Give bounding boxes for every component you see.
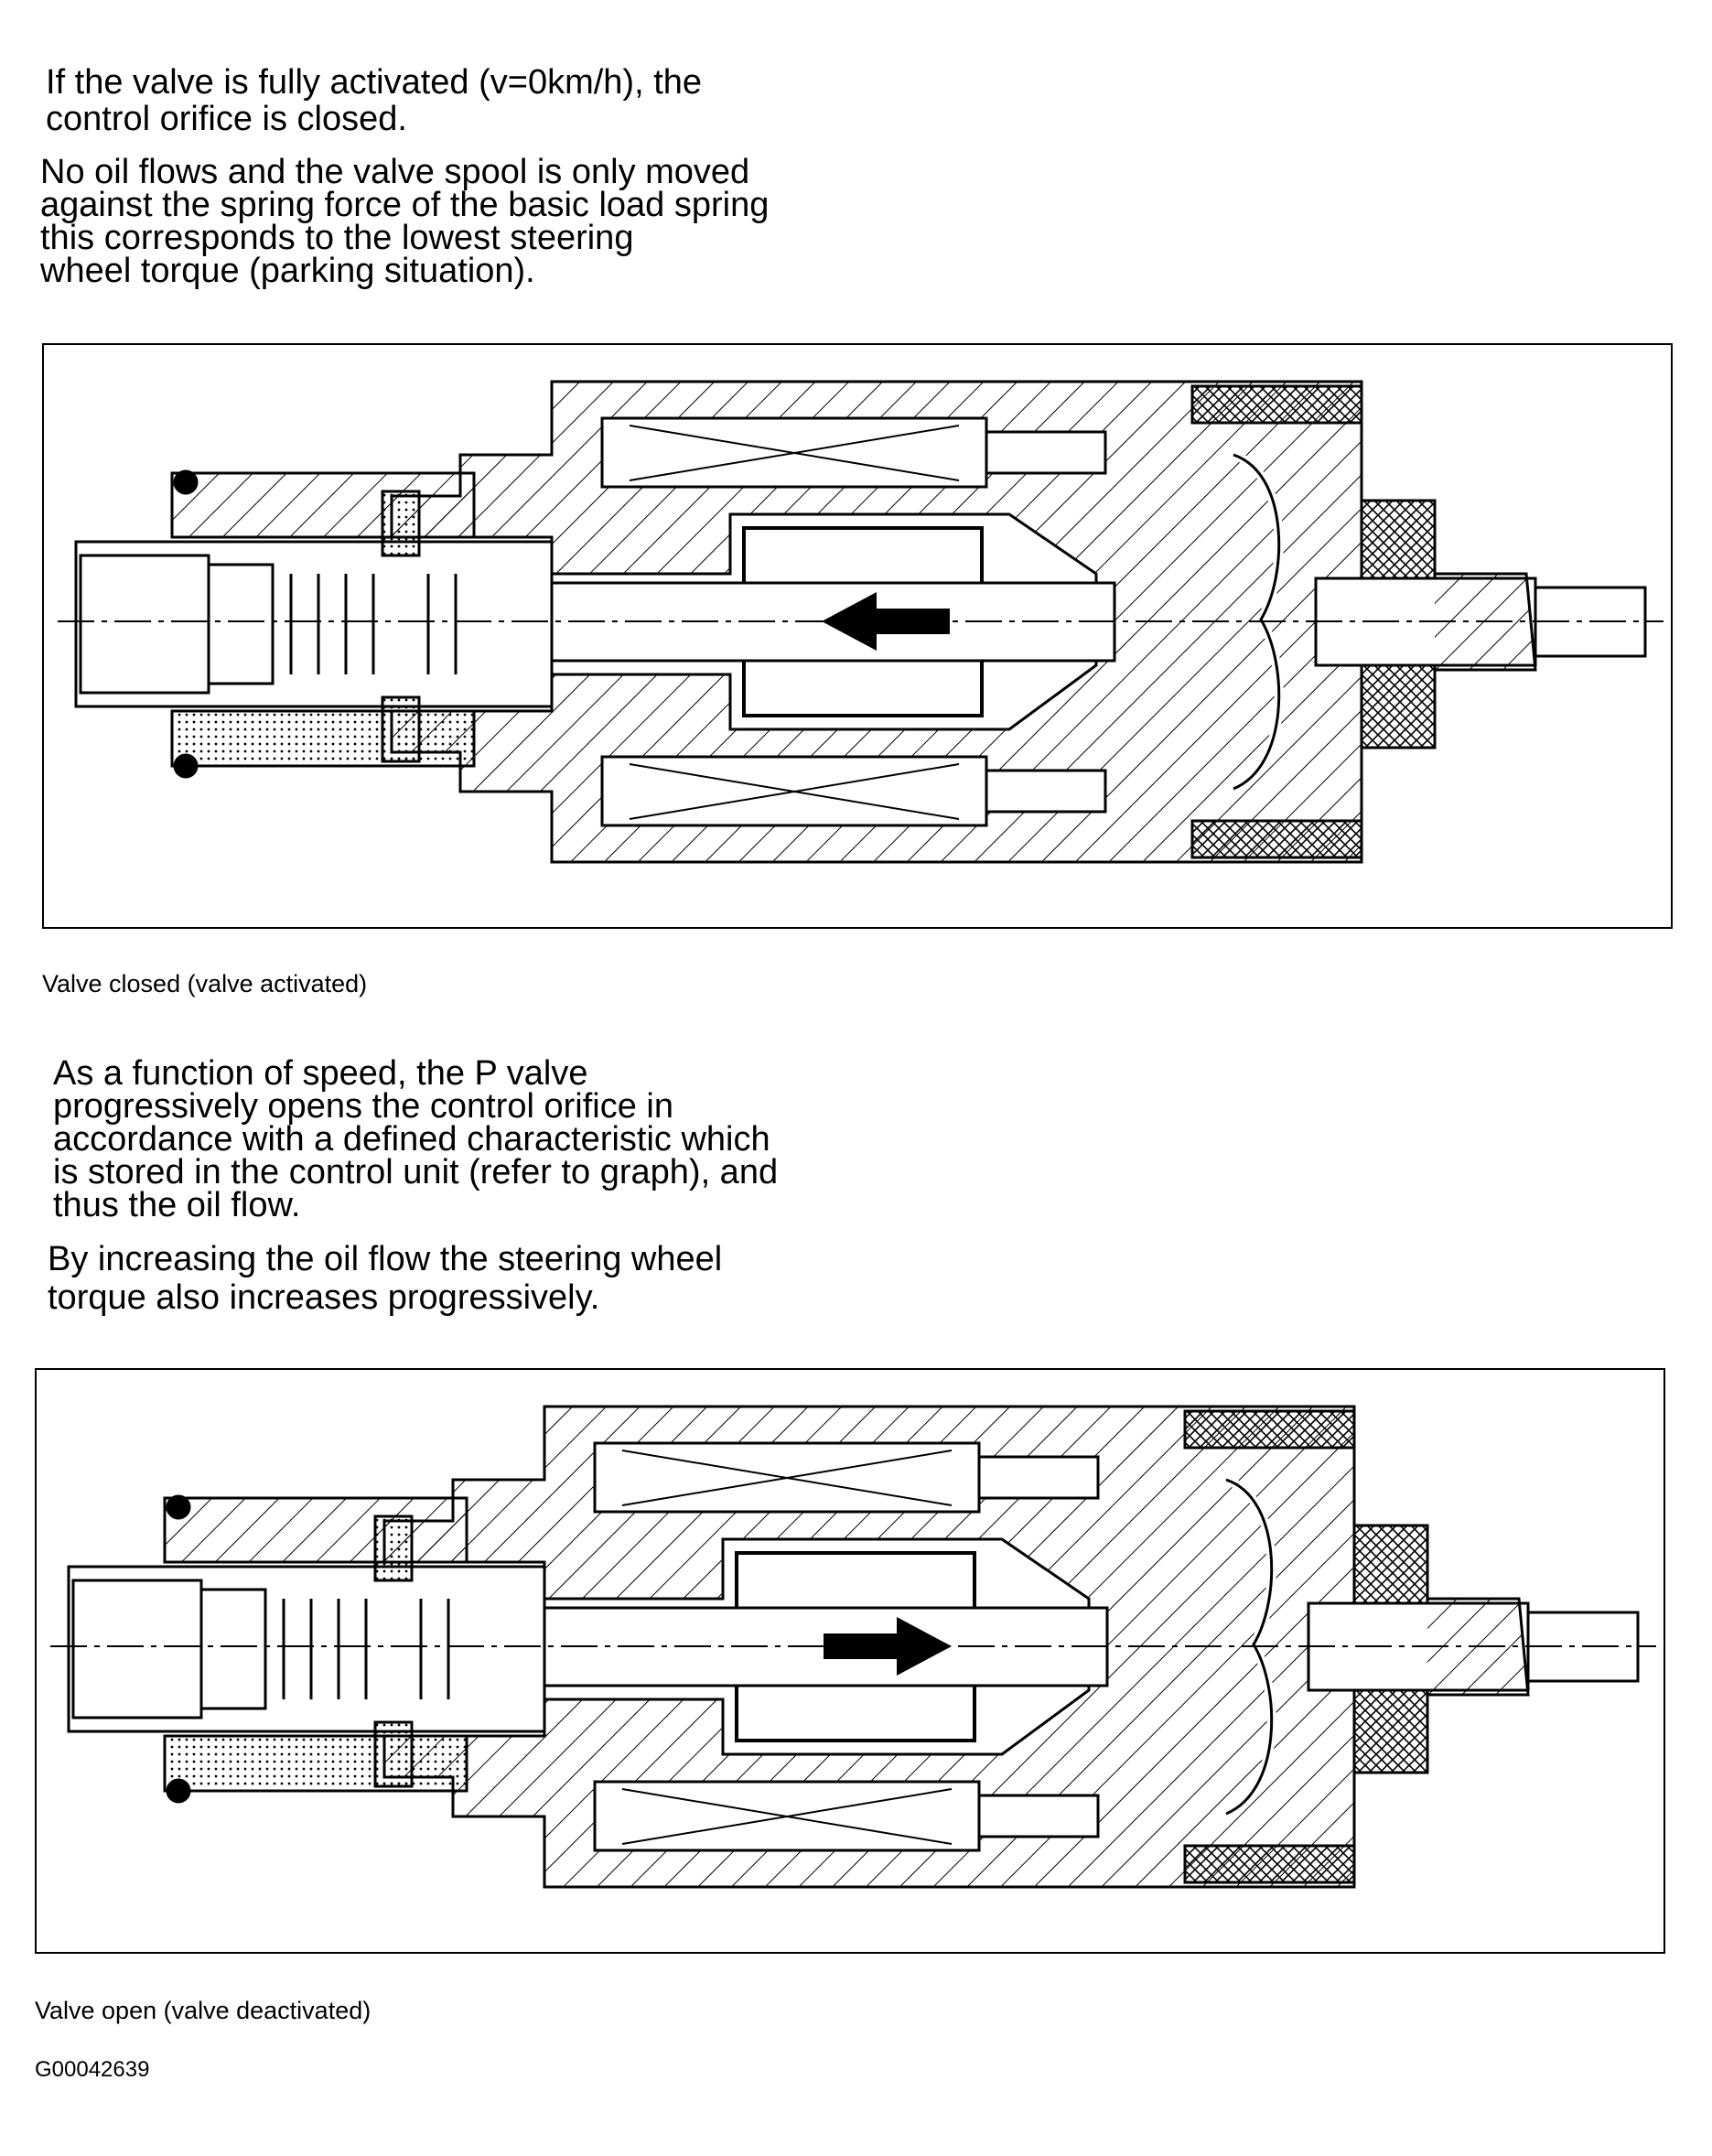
filter-bottom xyxy=(170,709,476,768)
text-line: wheel torque (parking situation). xyxy=(40,252,535,290)
graphic-id: G00042639 xyxy=(35,2057,150,2082)
text-line: If the valve is fully activated (v=0km/h… xyxy=(46,63,703,102)
text-line: this corresponds to the lowest steering xyxy=(40,219,634,257)
text-line: thus the oil flow. xyxy=(53,1186,301,1224)
intro-paragraph-2: No oil flows and the valve spool is only… xyxy=(40,153,770,290)
text-line: against the spring force of the basic lo… xyxy=(40,186,770,224)
middle-paragraph-2: By increasing the oil flow the steering … xyxy=(48,1240,722,1317)
valve-closed-caption: Valve closed (valve activated) xyxy=(42,970,368,997)
text-line: No oil flows and the valve spool is only… xyxy=(40,153,750,191)
text-line: As a function of speed, the P valve xyxy=(53,1054,588,1093)
valve-open-caption: Valve open (valve deactivated) xyxy=(35,1997,371,2024)
text-line: By increasing the oil flow the steering … xyxy=(48,1240,723,1278)
push-rod xyxy=(518,581,1116,663)
text-line: control orifice is closed. xyxy=(46,100,407,138)
middle-paragraph-1: As a function of speed, the P valve prog… xyxy=(53,1054,779,1224)
arrow-right-icon xyxy=(824,1617,952,1676)
valve-cross-section xyxy=(58,380,1664,864)
intro-paragraph-1: If the valve is fully activated (v=0km/h… xyxy=(46,64,702,137)
valve-cross-section xyxy=(50,1405,1656,1889)
valve-closed-diagram xyxy=(42,343,1673,929)
text-line: progressively opens the control orifice … xyxy=(53,1087,674,1126)
text-line: accordance with a defined characteristic… xyxy=(53,1120,770,1159)
text-line: is stored in the control unit (refer to … xyxy=(53,1153,779,1191)
arrow-left-icon xyxy=(822,592,950,651)
text-line: torque also increases progressively. xyxy=(48,1278,600,1317)
filter-bottom xyxy=(163,1734,468,1793)
valve-open-diagram xyxy=(35,1368,1665,1954)
